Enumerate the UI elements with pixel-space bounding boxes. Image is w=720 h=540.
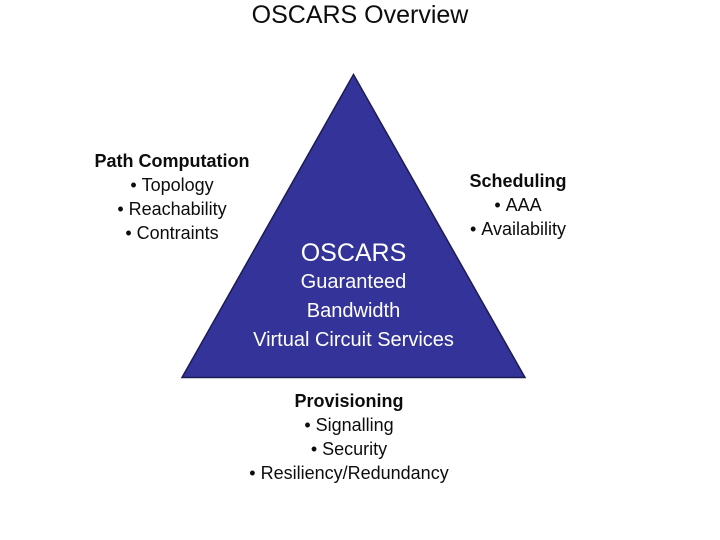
path-computation-heading: Path Computation	[94, 151, 250, 171]
bullet-item: •AAA	[418, 193, 618, 217]
bullet-text: Resiliency/Redundancy	[260, 463, 449, 483]
oscars-label: OSCARS	[300, 239, 407, 267]
bullet-item: •Security	[209, 437, 489, 461]
scheduling-block: Scheduling •AAA •Availability	[418, 169, 618, 241]
provisioning-block: Provisioning •Signalling •Security •Resi…	[209, 389, 489, 485]
scheduling-heading: Scheduling	[469, 171, 567, 191]
bullet-text: Security	[322, 439, 388, 459]
slide-title: OSCARS Overview	[251, 1, 469, 29]
bullet-text: Reachability	[128, 199, 227, 219]
triangle-text-line: Virtual Circuit Services	[253, 329, 454, 351]
triangle-center-text: OSCARS Guaranteed Bandwidth Virtual Circ…	[193, 238, 514, 355]
bullet-item: •Reachability	[52, 197, 292, 221]
bullet-item: •Signalling	[209, 413, 489, 437]
bullet-glyph: •	[125, 223, 132, 243]
bullet-glyph: •	[310, 439, 318, 459]
bullet-glyph: •	[494, 195, 501, 215]
path-computation-block: Path Computation •Topology •Reachability…	[52, 149, 292, 245]
bullet-text: Availability	[481, 219, 567, 239]
bullet-item: •Topology	[52, 173, 292, 197]
bullet-text: AAA	[505, 195, 542, 215]
provisioning-heading: Provisioning	[294, 391, 404, 411]
bullet-text: Topology	[141, 175, 214, 195]
bullet-glyph: •	[130, 175, 137, 195]
bullet-item: •Contraints	[52, 221, 292, 245]
bullet-text: Signalling	[315, 415, 394, 435]
bullet-item: •Availability	[418, 217, 618, 241]
bullet-glyph: •	[117, 199, 124, 219]
bullet-glyph: •	[304, 415, 311, 435]
triangle-text-line: Bandwidth	[306, 300, 401, 322]
bullet-glyph: •	[249, 463, 256, 483]
bullet-item: •Resiliency/Redundancy	[209, 461, 489, 485]
triangle-shape	[180, 72, 527, 379]
bullet-text: Contraints	[136, 223, 219, 243]
bullet-glyph: •	[469, 219, 477, 239]
triangle-text-line: Guaranteed	[300, 271, 407, 293]
